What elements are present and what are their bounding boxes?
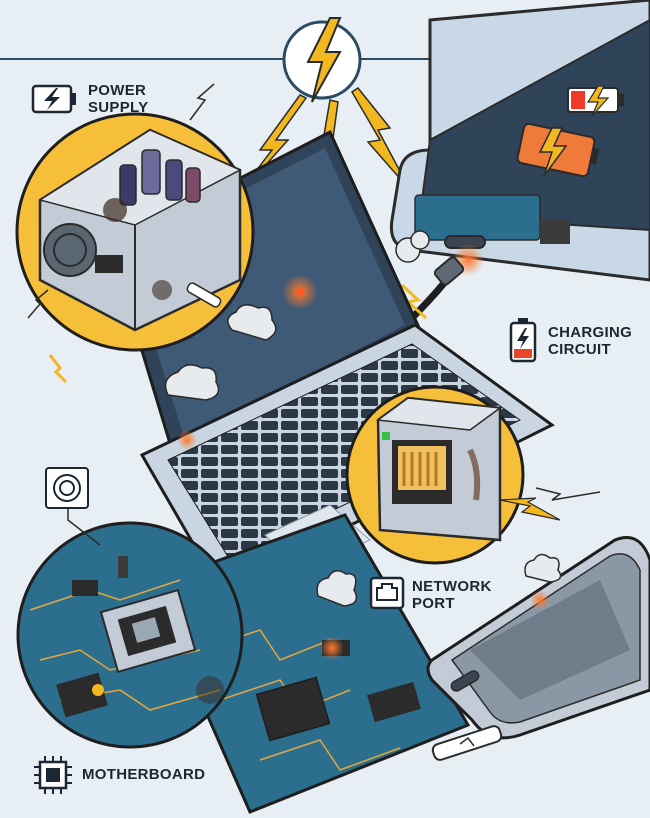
network-port-label: NETWORK PORT <box>412 578 492 612</box>
power-supply-label: POWER SUPPLY <box>88 82 148 116</box>
battery-bolt-icon <box>31 84 76 114</box>
network-port-zoom <box>345 385 601 565</box>
network-port-label-line1: NETWORK <box>412 578 492 595</box>
power-supply-zoom <box>15 83 277 384</box>
broken-fuse <box>431 725 503 761</box>
charging-circuit-label: CHARGING CIRCUIT <box>548 324 632 358</box>
power-supply-label-line2: SUPPLY <box>88 99 149 116</box>
battery-warning-icon <box>567 85 624 117</box>
ethernet-port-icon <box>369 576 405 610</box>
power-supply-label-line1: POWER <box>88 82 147 99</box>
charging-circuit-label-line2: CIRCUIT <box>548 341 611 358</box>
battery-low-icon <box>509 318 537 363</box>
fan-connector-line <box>67 508 101 546</box>
microchip-icon <box>34 756 72 794</box>
speaker-vent-icon <box>45 467 89 509</box>
motherboard-zoom <box>16 521 244 749</box>
network-port-label-line2: PORT <box>412 595 455 612</box>
motherboard-label: MOTHERBOARD <box>82 766 206 783</box>
charging-circuit-label-line1: CHARGING <box>548 324 633 341</box>
phone-bottom-right <box>426 536 650 740</box>
top-lightning-icon <box>282 17 362 103</box>
phone-top-right <box>389 0 650 282</box>
